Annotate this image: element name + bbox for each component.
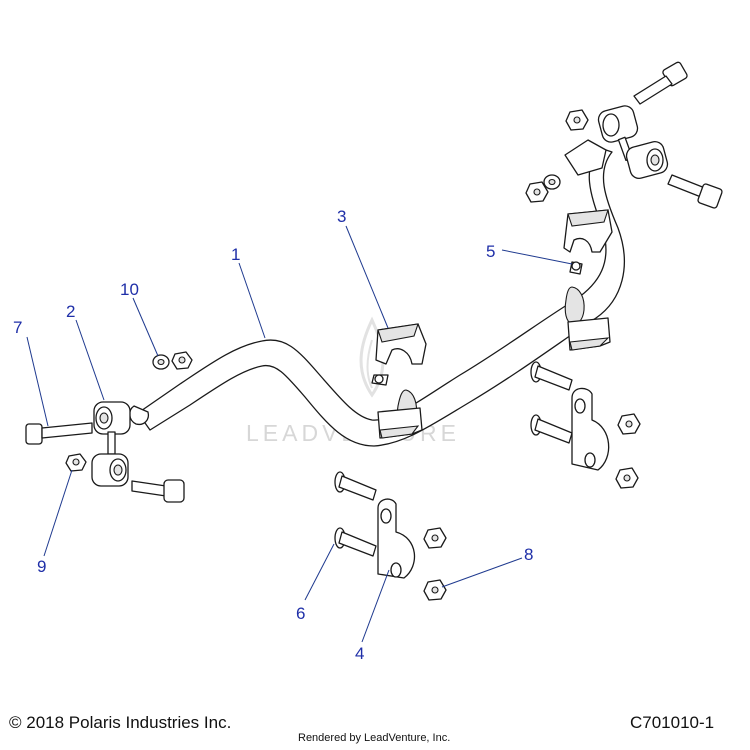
- callout-2: 2: [66, 302, 75, 321]
- callout-10: 10: [120, 280, 139, 299]
- clamp[interactable]: [571, 387, 610, 471]
- bolt[interactable]: [25, 422, 93, 445]
- nut[interactable]: [615, 467, 639, 489]
- nut[interactable]: [423, 527, 447, 549]
- end-link-left[interactable]: [91, 401, 131, 487]
- bolt[interactable]: [131, 479, 185, 503]
- grease-fitting[interactable]: [569, 261, 583, 275]
- nut[interactable]: [171, 351, 193, 370]
- rendered-by-text: Rendered by LeadVenture, Inc.: [298, 732, 451, 744]
- bushing[interactable]: [567, 317, 611, 351]
- nut[interactable]: [565, 109, 589, 131]
- bolt[interactable]: [334, 471, 377, 501]
- nut[interactable]: [525, 181, 549, 203]
- callout-9: 9: [37, 557, 46, 576]
- bolt[interactable]: [530, 361, 573, 391]
- bolt[interactable]: [633, 61, 688, 105]
- nut[interactable]: [423, 579, 447, 601]
- end-link-right[interactable]: [596, 104, 669, 180]
- callout-6: 6: [296, 604, 305, 623]
- leader-lines: [26, 225, 573, 643]
- washer[interactable]: [152, 354, 170, 370]
- bushing[interactable]: [563, 209, 613, 253]
- bushing[interactable]: [377, 407, 423, 439]
- callout-1: 1: [231, 245, 240, 264]
- callout-7: 7: [13, 318, 22, 337]
- callouts: 1 2 3 4 5 6 7 8 9 10: [13, 207, 533, 663]
- washer[interactable]: [543, 174, 561, 190]
- callout-8: 8: [524, 545, 533, 564]
- callout-5: 5: [486, 242, 495, 261]
- nut[interactable]: [617, 413, 641, 435]
- diagram-code: C701010-1: [630, 713, 715, 732]
- grease-fitting[interactable]: [371, 374, 389, 386]
- callout-3: 3: [337, 207, 346, 226]
- bushing[interactable]: [375, 323, 427, 365]
- nut[interactable]: [65, 453, 87, 472]
- bolt[interactable]: [530, 414, 573, 444]
- bolt[interactable]: [667, 174, 723, 209]
- clamp[interactable]: [377, 498, 416, 579]
- bolt[interactable]: [334, 527, 377, 557]
- copyright-text: © 2018 Polaris Industries Inc.: [9, 713, 232, 732]
- callout-4: 4: [355, 644, 364, 663]
